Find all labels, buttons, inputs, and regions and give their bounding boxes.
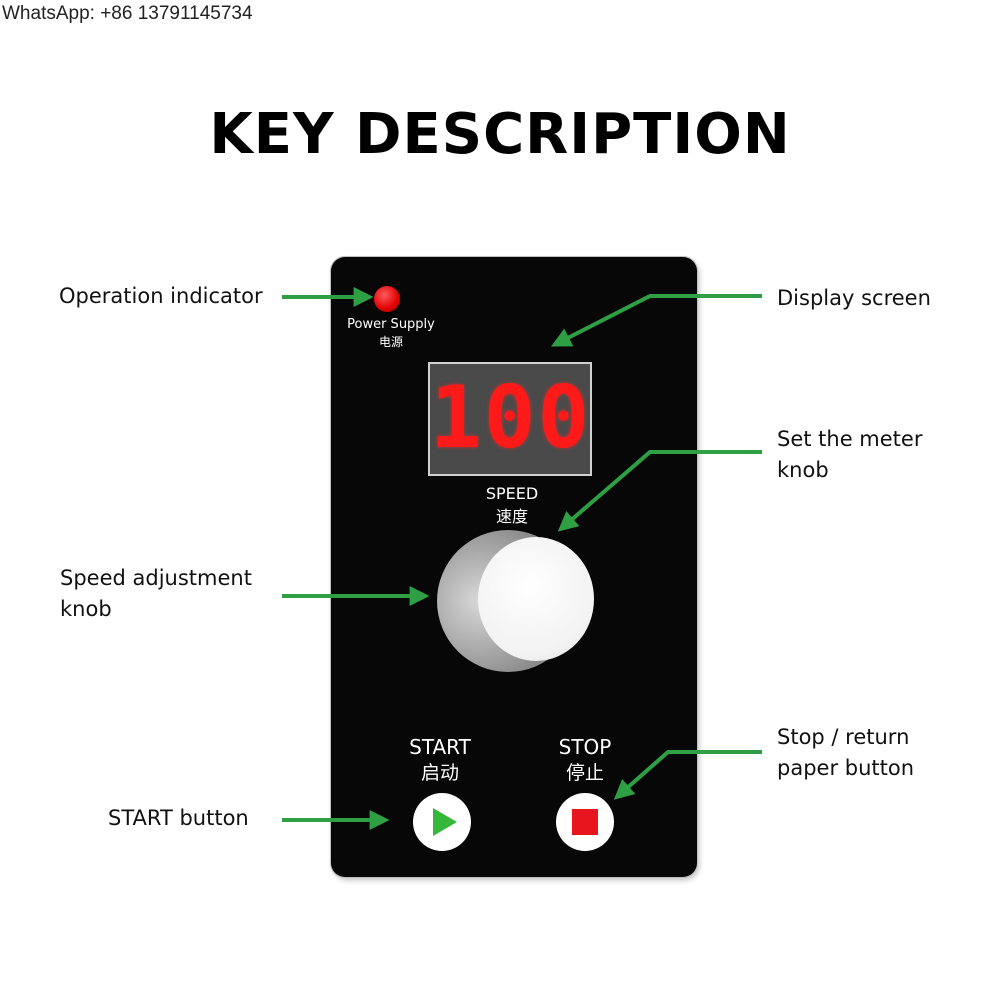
start-button[interactable] bbox=[413, 793, 471, 851]
stop-button[interactable] bbox=[556, 793, 614, 851]
arrow-display-screen bbox=[551, 294, 762, 347]
start-label: START bbox=[409, 735, 471, 759]
speed-label: SPEED bbox=[485, 484, 539, 503]
label-start-button: START button bbox=[108, 806, 249, 830]
display-screen: 100 bbox=[428, 362, 592, 476]
arrow-stop-button bbox=[613, 750, 762, 800]
stop-label: STOP bbox=[558, 735, 612, 759]
speed-label-cn: 速度 bbox=[495, 507, 528, 526]
page-title: KEY DESCRIPTION bbox=[209, 102, 791, 167]
speed-adjustment-knob[interactable] bbox=[478, 537, 594, 661]
label-set-meter-knob-line1: Set the meter bbox=[777, 427, 923, 451]
whatsapp-contact: WhatsApp: +86 13791145734 bbox=[2, 3, 253, 24]
label-stop-button-line1: Stop / return bbox=[777, 725, 910, 749]
stop-label-cn: 停止 bbox=[565, 762, 604, 784]
stop-square-icon bbox=[572, 809, 598, 835]
start-label-cn: 启动 bbox=[420, 762, 459, 784]
label-speed-knob-line1: Speed adjustment bbox=[60, 566, 252, 590]
power-supply-label: Power Supply bbox=[347, 317, 435, 332]
play-icon bbox=[433, 808, 457, 836]
operation-indicator-led bbox=[374, 286, 400, 312]
display-value: 100 bbox=[430, 368, 592, 468]
label-stop-button-line2: paper button bbox=[777, 756, 915, 780]
label-set-meter-knob-line2: knob bbox=[777, 458, 829, 482]
label-speed-knob-line2: knob bbox=[60, 597, 112, 621]
arrow-set-meter-knob bbox=[557, 450, 762, 532]
label-operation-indicator: Operation indicator bbox=[59, 284, 263, 308]
label-display-screen: Display screen bbox=[777, 286, 931, 310]
power-supply-label-cn: 电源 bbox=[378, 335, 403, 349]
